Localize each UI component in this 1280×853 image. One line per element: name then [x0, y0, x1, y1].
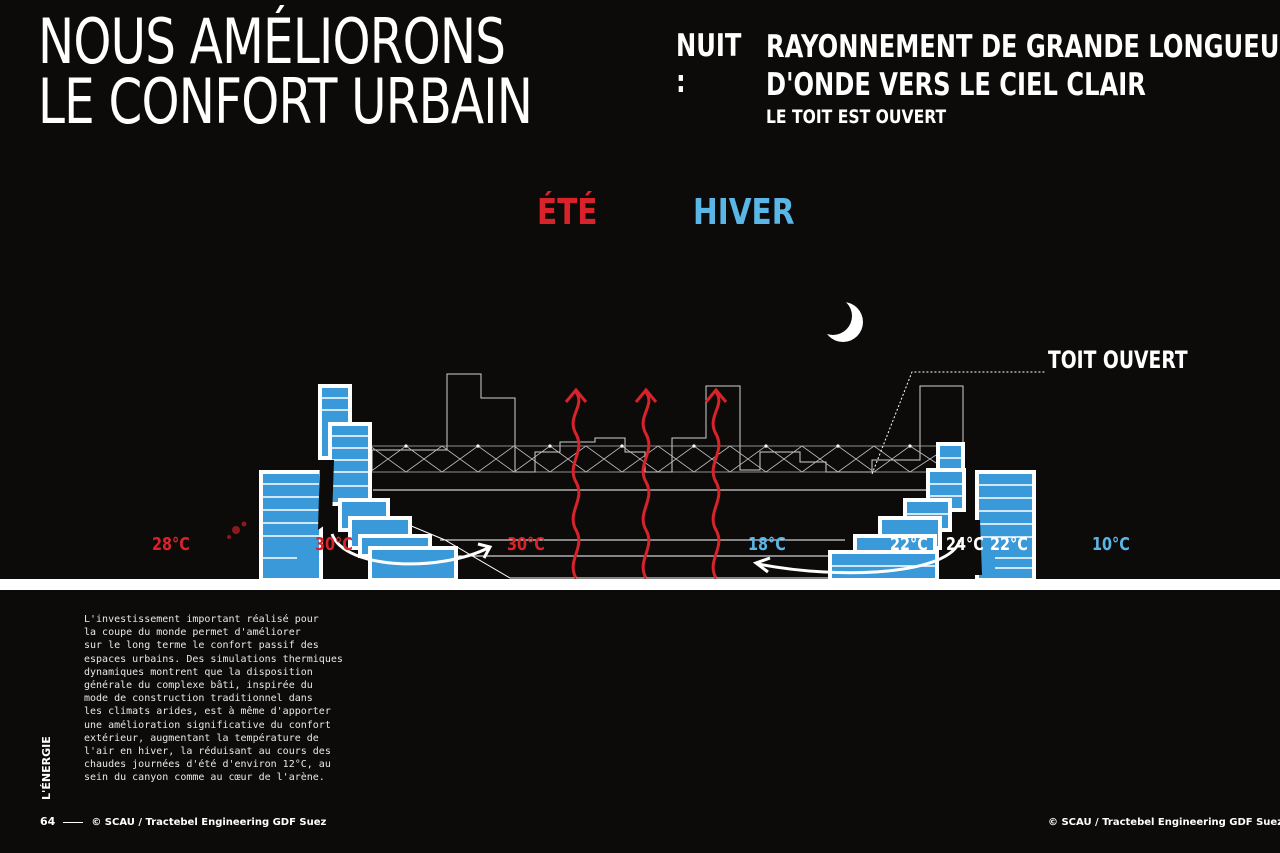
crescent-moon-icon — [814, 297, 863, 342]
temp-summer-outside: 28°C — [152, 534, 190, 555]
main-title-line-1: NOUS AMÉLIORONS — [38, 5, 506, 78]
main-title-line-2: LE CONFORT URBAIN — [38, 65, 533, 138]
season-summer-label: ÉTÉ — [537, 192, 598, 233]
credit-right: © SCAU / Tractebel Engineering GDF Suez — [1048, 817, 1280, 828]
credit-left: © SCAU / Tractebel Engineering GDF Suez — [91, 817, 327, 828]
night-title: RAYONNEMENT DE GRANDE LONGUEUR D'ONDE VE… — [766, 28, 1280, 104]
air-circulation-arrows — [330, 533, 962, 575]
main-title: NOUS AMÉLIORONS LE CONFORT URBAIN — [38, 5, 672, 138]
open-roof-truss — [369, 445, 951, 473]
section-label: L'ÉNERGIE — [40, 736, 53, 800]
night-title-line-2: D'ONDE VERS LE CIEL CLAIR — [766, 67, 1146, 103]
skyline-outline — [371, 373, 964, 473]
right-building-floors — [832, 457, 1032, 569]
right-building-courtyard — [962, 520, 982, 575]
night-title-line-1: RAYONNEMENT DE GRANDE LONGUEUR — [766, 29, 1280, 65]
page-number-left: 64 — [40, 815, 56, 828]
temp-winter-building-2: 24°C — [946, 534, 984, 555]
roof-open-label: TOIT OUVERT — [1048, 346, 1188, 374]
temp-winter-building-3: 22°C — [990, 534, 1028, 555]
left-buildings — [259, 384, 458, 582]
temp-summer-building: 30°C — [315, 534, 353, 555]
night-subtitle: LE TOIT EST OUVERT — [766, 106, 947, 128]
roof-nodes — [404, 444, 912, 448]
left-building-floors — [263, 397, 368, 559]
wavy-up-arrow-icon — [564, 387, 728, 579]
toit-leader-line — [871, 371, 1045, 475]
ground-line — [0, 579, 1280, 590]
right-buildings — [828, 442, 1036, 582]
temp-winter-outside: 10°C — [1092, 534, 1130, 555]
footer-right: © SCAU / Tractebel Engineering GDF Suez6… — [1048, 815, 1280, 828]
temp-summer-canyon: 30°C — [507, 534, 545, 555]
footer-left: 64 © SCAU / Tractebel Engineering GDF Sue… — [40, 815, 326, 828]
night-label: NUIT : — [676, 28, 742, 100]
left-building-courtyard — [318, 460, 334, 530]
temp-winter-canyon: 18°C — [748, 534, 786, 555]
footer-rule-left — [63, 821, 84, 823]
red-mark — [227, 521, 247, 539]
temp-winter-building-1: 22°C — [890, 534, 928, 555]
body-text: L'investissement important réalisé pour … — [84, 614, 343, 784]
season-winter-label: HIVER — [693, 192, 795, 233]
